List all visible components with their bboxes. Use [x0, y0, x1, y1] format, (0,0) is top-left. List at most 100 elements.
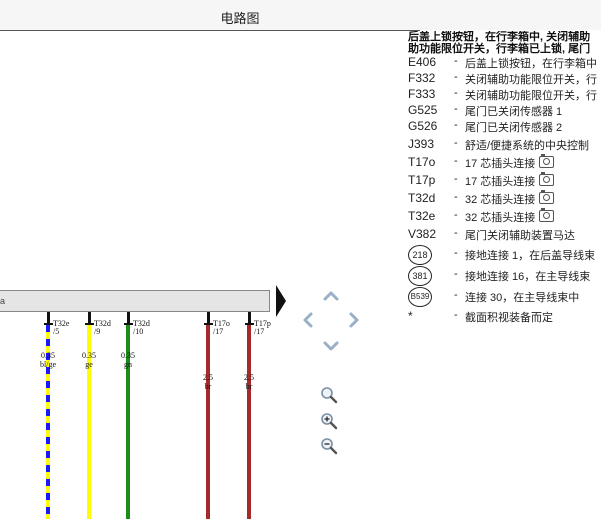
camera-icon[interactable]: [539, 154, 555, 168]
wire-size: 0.35: [121, 351, 135, 360]
legend-dash: -: [454, 209, 458, 221]
connector-pin-bar: [204, 323, 213, 325]
zoom-out-button[interactable]: [320, 437, 338, 455]
wire-green[interactable]: [126, 325, 130, 519]
legend-desc: 关闭辅助功能限位开关，行: [465, 90, 597, 102]
legend-desc: 连接 30，在主导线束中: [465, 292, 580, 304]
legend-desc: 尾门已关闭传感器 1: [465, 106, 563, 118]
circuit-diagram[interactable]: a T32e/5 T32d/9 T32d/10 T17o/17 T17p/17 …: [0, 31, 290, 519]
pan-down-button[interactable]: [321, 336, 341, 356]
zoom-in-icon: [321, 413, 338, 430]
camera-icon[interactable]: [539, 190, 555, 204]
legend-dash: -: [454, 137, 458, 149]
connector-label: T32d/10: [133, 320, 150, 336]
ground-point-381[interactable]: 381: [408, 266, 432, 286]
legend-item[interactable]: E406 -后盖上锁按钮，在行李箱中: [408, 55, 601, 73]
legend-item[interactable]: 218-接地连接 1，在后盖导线束: [408, 245, 601, 265]
legend-item[interactable]: F333-关闭辅助功能限位开关，行: [408, 87, 601, 105]
legend-desc: 舒适/便捷系统的中央控制: [465, 140, 590, 152]
wire-yellow[interactable]: [87, 325, 91, 519]
wire-size: 2.5: [203, 373, 213, 382]
window-title: 电路图: [220, 11, 260, 26]
camera-icon[interactable]: [539, 172, 555, 186]
legend-desc: 尾门关闭辅助装置马达: [465, 230, 575, 242]
pan-left-button[interactable]: [298, 310, 318, 330]
legend-desc: 32 芯插头连接: [465, 208, 555, 225]
legend-item[interactable]: B539-连接 30，在主导线束中: [408, 287, 601, 307]
legend-item[interactable]: T32d -32 芯插头连接: [408, 190, 601, 209]
legend-code: F333: [408, 87, 436, 101]
chevron-left-icon: [303, 312, 313, 328]
connector-pin-bar: [124, 323, 133, 325]
legend-code: T32d: [408, 191, 436, 205]
diagram-top-border: [0, 30, 420, 31]
connector-label: T32e/5: [53, 320, 69, 336]
connector-label: T32d/9: [94, 320, 111, 336]
legend-item[interactable]: G526-尾门已关闭传感器 2: [408, 119, 601, 137]
legend-item[interactable]: V382-尾门关闭辅助装置马达: [408, 227, 601, 245]
legend-code: J393: [408, 137, 435, 151]
connector-pin-bar: [85, 323, 94, 325]
connector-pin-number: /17: [213, 327, 224, 336]
wire-brown-2[interactable]: [247, 325, 251, 519]
legend-desc: 截面积视装备而定: [465, 312, 553, 324]
legend-code: G525: [408, 103, 438, 117]
connection-point-b539[interactable]: B539: [408, 287, 432, 307]
legend-dash: -: [454, 268, 458, 280]
legend-desc-text: 32 芯插头连接: [465, 212, 536, 224]
magnifier-icon: [321, 387, 338, 404]
legend-dash: -: [454, 55, 458, 67]
connector-id: T32d: [133, 319, 150, 328]
wire-blue-yellow[interactable]: [46, 325, 50, 519]
connector-pin: [127, 312, 130, 324]
zoom-fit-button[interactable]: [320, 386, 338, 404]
legend-desc: 17 芯插头连接: [465, 172, 555, 189]
connector-pin-bar: [44, 323, 53, 325]
wire-brown-1[interactable]: [206, 325, 210, 519]
connector-label: T17o/17: [213, 320, 230, 336]
pan-up-button[interactable]: [321, 286, 341, 306]
wire-color-code: bl/ge: [40, 360, 56, 369]
legend-item[interactable]: J393 -舒适/便捷系统的中央控制: [408, 137, 601, 155]
wire-color-code: ge: [85, 360, 93, 369]
legend-item[interactable]: T17p-17 芯插头连接: [408, 172, 601, 191]
legend-item[interactable]: T32e -32 芯插头连接: [408, 208, 601, 227]
legend-code: E406: [408, 55, 437, 69]
legend-item[interactable]: G525 -尾门已关闭传感器 1: [408, 103, 601, 121]
legend-item[interactable]: 381-接地连接 16，在主导线束: [408, 266, 601, 286]
ground-point-218[interactable]: 218: [408, 245, 432, 265]
legend-desc: 关闭辅助功能限位开关，行: [465, 74, 597, 86]
zoom-in-button[interactable]: [320, 412, 338, 430]
connector-pin-number: /9: [94, 327, 101, 336]
legend-dash: -: [454, 309, 458, 321]
pan-right-button[interactable]: [344, 310, 364, 330]
legend-desc-text: 32 芯插头连接: [465, 194, 536, 206]
busbar-marker: a: [0, 296, 6, 306]
legend-code: T17o: [408, 155, 436, 169]
connector-pin: [88, 312, 91, 324]
connector-id: T17o: [213, 319, 230, 328]
wire-size: 0.35: [41, 351, 55, 360]
connector-pin-bar: [245, 323, 254, 325]
legend-desc: 32 芯插头连接: [465, 190, 555, 207]
legend-item[interactable]: T17o-17 芯插头连接: [408, 154, 601, 173]
legend-dash: -: [454, 227, 458, 239]
legend-desc: 后盖上锁按钮，在行李箱中: [465, 58, 597, 70]
legend-code: *: [408, 309, 413, 323]
busbar-arrow-icon: [276, 285, 286, 317]
chevron-up-icon: [323, 291, 339, 301]
legend-dash: -: [454, 103, 458, 115]
camera-icon[interactable]: [539, 208, 555, 222]
zoom-out-icon: [321, 438, 338, 455]
legend-item[interactable]: F332-关闭辅助功能限位开关，行: [408, 71, 601, 89]
component-legend: 后盖上锁按钮，在行李箱中, 关闭辅助 助功能限位开关，行李箱已上锁, 尾门 E4…: [408, 31, 601, 351]
legend-desc-text: 17 芯插头连接: [465, 158, 536, 170]
legend-desc: 接地连接 1，在后盖导线束: [465, 250, 596, 262]
connector-pin-number: /10: [133, 327, 144, 336]
legend-dash: -: [454, 191, 458, 203]
legend-code: T32e: [408, 209, 436, 223]
legend-code: G526: [408, 119, 438, 133]
legend-code: T17p: [408, 173, 436, 187]
